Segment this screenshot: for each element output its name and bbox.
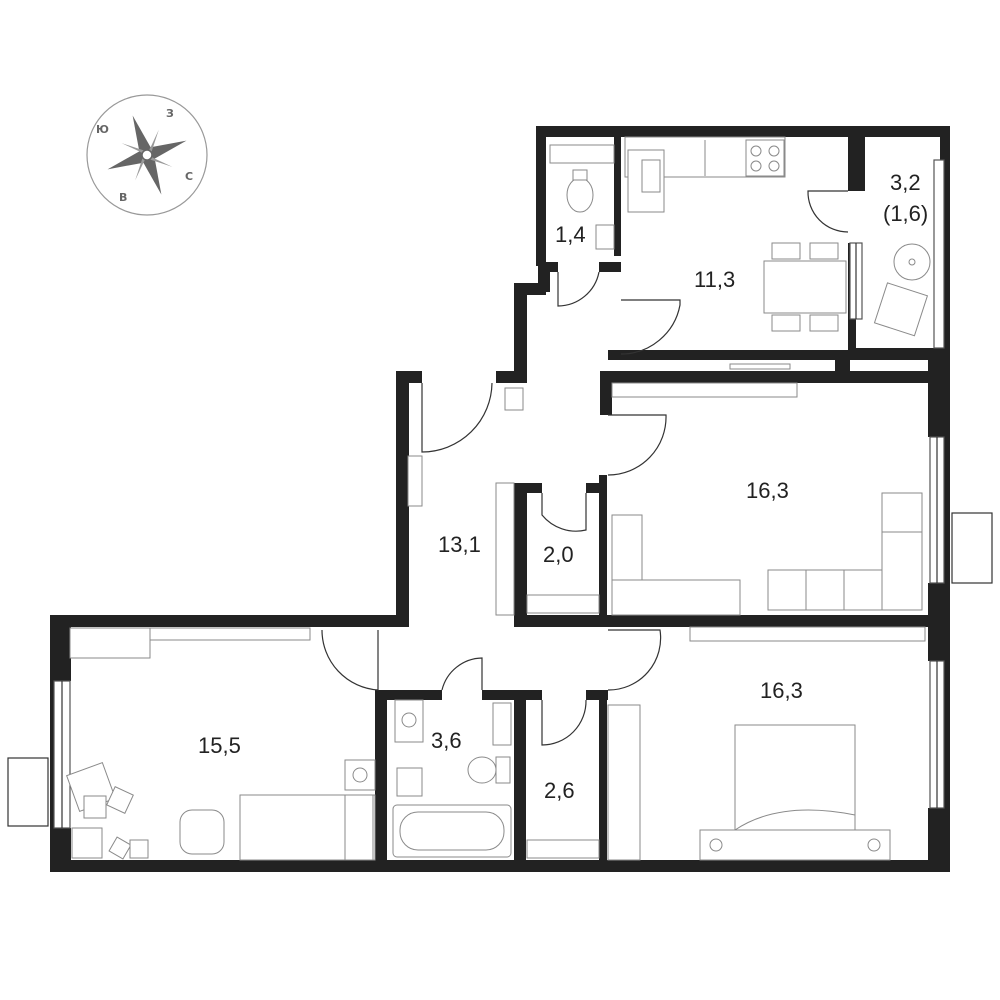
- ac-unit-left: [7, 757, 49, 827]
- door-balcony: [807, 190, 849, 233]
- room-bedroom-right-area: 16,3: [760, 678, 803, 703]
- room-storage-b-area: 2,6: [544, 778, 575, 803]
- room-living-area: 16,3: [746, 478, 789, 503]
- door-left-bedroom: [321, 629, 379, 691]
- room-bedroom-left-area: 15,5: [198, 733, 241, 758]
- ac-unit-right: [951, 512, 993, 584]
- room-storage-a-area: 2,0: [543, 542, 574, 567]
- room-balcony-area: 3,2: [890, 170, 921, 195]
- compass-east-label: С: [185, 170, 193, 183]
- room-labels: 1,4 11,3 3,2 (1,6) 16,3 13,1 2,0 15,5 3,…: [198, 170, 928, 803]
- doors: [321, 190, 849, 746]
- door-bath: [441, 657, 483, 691]
- door-right-bedroom: [607, 629, 662, 691]
- room-hall-area: 13,1: [438, 532, 481, 557]
- walls: [50, 126, 950, 872]
- window-balcony: [933, 159, 945, 349]
- door-living: [607, 414, 667, 476]
- door-entrance: [421, 382, 493, 453]
- compass-south-label: В: [119, 191, 127, 204]
- door-storage-a: [541, 493, 587, 532]
- room-wc-area: 1,4: [555, 222, 586, 247]
- compass-rose-icon: [107, 115, 187, 195]
- door-storage-b: [541, 699, 587, 746]
- door-wc: [557, 271, 600, 307]
- compass: З С В Ю: [86, 94, 208, 216]
- compass-north-label: З: [166, 107, 174, 120]
- windows: [7, 159, 993, 829]
- compass-west-label: Ю: [96, 123, 109, 136]
- room-balcony-reduced-area: (1,6): [883, 201, 928, 226]
- room-kitchen-area: 11,3: [694, 267, 735, 292]
- room-bath-area: 3,6: [431, 728, 462, 753]
- fixtures: [66, 136, 931, 861]
- door-kitchen: [620, 299, 681, 355]
